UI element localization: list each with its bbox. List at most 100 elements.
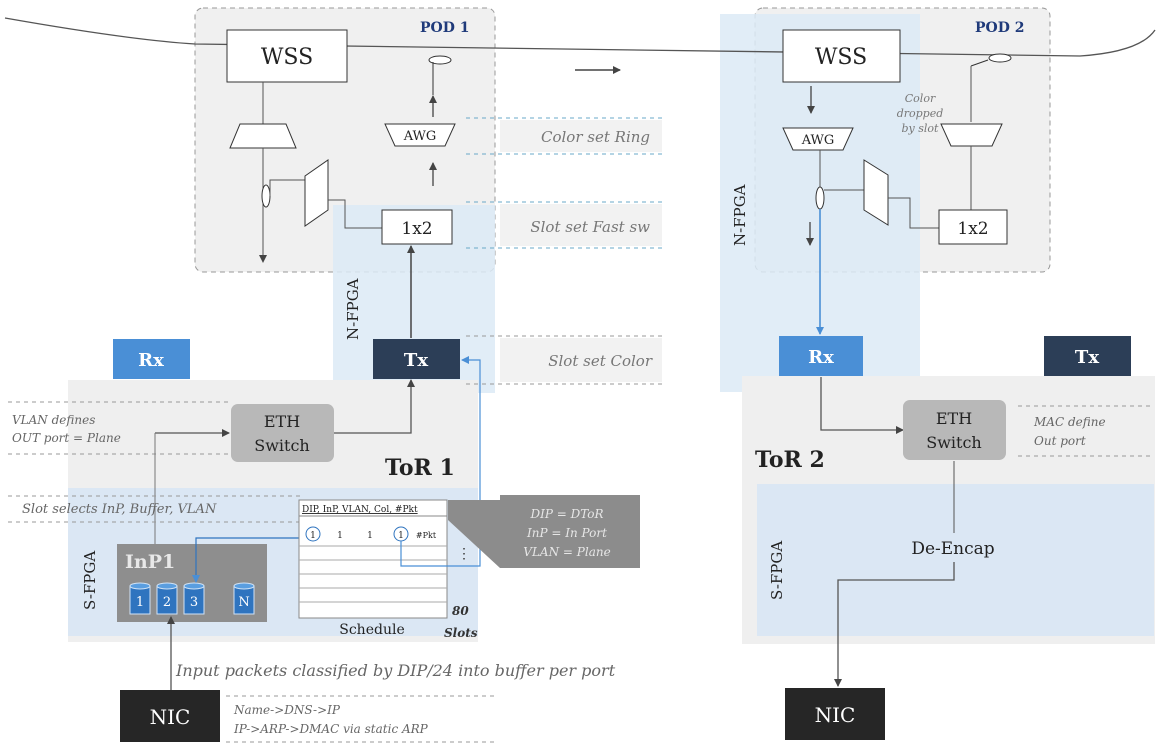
nfpga-left-label: N-FPGA [344,278,362,340]
pod2-awg-icon [782,127,854,151]
tor2-tx-label: Tx [1075,347,1099,368]
dip-note-3: VLAN = Plane [523,545,610,559]
tor1-eth-line2: Switch [254,436,309,455]
rx-to-eth2-line [820,377,904,434]
schedule-dip-circle [305,526,321,542]
schedule-table: DIP, InP, VLAN, Col, #Pkt 1 1 1 1 #Pkt 1… [298,499,478,640]
schedule-caption: Schedule [339,622,404,638]
tor1-nic-label: NIC [150,705,191,729]
color-set-ring-text: Color set Ring [541,128,650,146]
pod1-1x2-box [381,209,453,245]
tor1-eth-line1: ETH [264,412,300,431]
tor2-eth-line1: ETH [936,409,972,428]
pod1-awg-icon [384,123,456,147]
schedule-row-dip: 1 [310,531,316,541]
tor2-rx-label: Rx [808,347,834,368]
vlan-defines-line2: OUT port = Plane [12,431,121,445]
annotation-vlan-defines: VLAN defines OUT port = Plane [8,401,232,455]
pod2-note-2: dropped [897,107,944,120]
buffer-n-label: N [238,595,249,610]
nic-note-1: Name->DNS->IP [233,703,341,717]
eth1-to-tx-line [334,379,415,434]
col-to-tx-feedback-line [400,356,481,567]
tor1-label: ToR 1 [385,455,455,481]
slot-selects-text: Slot selects InP, Buffer, VLAN [22,502,217,517]
annotation-nic-notes: Name->DNS->IP IP->ARP->DMAC via static A… [226,695,494,743]
pod2-mux-icon [863,159,889,226]
dip-notes-callout [448,495,640,568]
annotation-slot-set-color: Slot set Color [466,335,662,385]
nfpga-right-label: N-FPGA [731,184,749,246]
schedule-row-col: 1 [398,531,404,541]
pod1-1x2-label: 1x2 [401,219,432,239]
pod2-mux-to-switch [888,197,939,229]
tor2-rx-box [779,336,863,376]
pod2-note-3: by slot [902,122,940,135]
pod2-label: POD 2 [975,20,1024,36]
pod1-drop-link [269,179,305,196]
pod2-coupler-line [970,59,989,67]
schedule-row-inp: 1 [337,531,343,541]
tor2-eth-line2: Switch [926,433,981,452]
dip-note-2: InP = In Port [526,526,607,540]
pod2-drop-coupler-icon [815,186,825,210]
tor2-tx-box [1044,336,1131,376]
buffer-2: 2 [156,582,178,615]
pod1-wss-label: WSS [261,45,313,70]
pod1-coupler-icon [428,55,452,65]
tor2-label: ToR 2 [755,447,825,473]
nic-note-2: IP->ARP->DMAC via static ARP [233,722,429,736]
pod1-drop-coupler-icon [261,184,271,208]
schedule-dots: ⋮ [457,546,471,562]
buffer-1: 1 [129,582,151,615]
pod1-demux-icon [229,123,297,149]
tor1-nic-box [120,690,220,742]
tor1-tx-label: Tx [404,350,428,371]
pod2-1x2-box [938,209,1008,245]
sfpga-right-region [757,484,1154,636]
schedule-slots-label: Slots [444,626,478,640]
schedule-header: DIP, InP, VLAN, Col, #Pkt [302,505,418,515]
pod2-demux-icon [940,123,1003,147]
annotation-mac-define: MAC define Out port [1018,405,1150,457]
pod2-coupler-icon [988,53,1012,63]
inp1-label: InP1 [125,551,175,573]
input-packets-text: Input packets classified by DIP/24 into … [175,661,616,680]
vlan-defines-line1: VLAN defines [12,413,95,427]
annotation-slot-set-fast: Slot set Fast sw [466,201,662,249]
tor2-eth-switch-box [903,400,1006,460]
tor1-rx-label: Rx [138,350,164,371]
pod2-1x2-label: 1x2 [957,219,988,239]
schedule-slot-count: 80 [452,604,469,618]
deencap-to-nic-line [834,562,955,687]
schedule-row-pkt: #Pkt [416,531,437,540]
buffer-1-label: 1 [136,595,144,610]
tor1-tx-box [373,339,460,379]
slot-set-fast-text: Slot set Fast sw [530,218,650,236]
annotation-color-set-ring: Color set Ring [466,117,662,155]
dip-note-1: DIP = DToR [529,507,603,521]
sfpga-left-label: S-FPGA [81,551,99,610]
pod2-note-1: Color [905,92,936,105]
tor1-eth-switch-box [231,404,334,462]
sfpga-right-label: S-FPGA [768,541,786,600]
annotation-slot-selects: Slot selects InP, Buffer, VLAN [8,495,300,523]
pod2-wss-box [782,29,901,83]
tor2-nic-box [785,688,885,740]
pod1-mux-to-switch [328,199,382,229]
buffer-3-label: 3 [190,595,198,610]
schedule-row-vlan: 1 [367,531,373,541]
deencap-label: De-Encap [911,539,994,559]
pod1-wss-box [226,29,348,83]
mac-define-line1: MAC define [1033,415,1106,429]
schedule-to-buffer-line [192,537,306,583]
pod1-mux-icon [304,159,329,227]
buffer-3: 3 [183,582,205,615]
pod1-awg-label: AWG [403,129,437,144]
fiber-ring [4,17,1156,57]
mac-define-line2: Out port [1034,434,1086,448]
pod2-wss-label: WSS [815,45,867,70]
pod1-label: POD 1 [420,20,469,36]
pod2-awg-label: AWG [801,133,835,148]
